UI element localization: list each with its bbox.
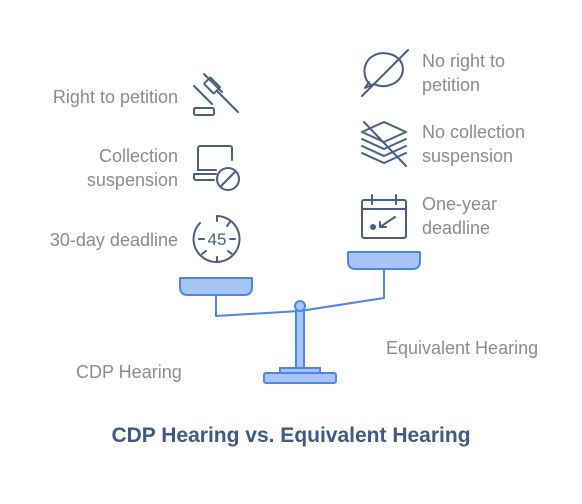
gavel-icon <box>193 73 239 116</box>
right-scale-pan <box>347 251 421 270</box>
scale-stand <box>263 300 337 384</box>
right-feature-label-2: No collection suspension <box>422 122 526 166</box>
no-documents-icon <box>361 121 407 167</box>
svg-text:45: 45 <box>208 230 227 249</box>
diagram-title: CDP Hearing vs. Equivalent Hearing <box>111 424 471 447</box>
left-feature-label-3: 30-day deadline <box>49 230 178 250</box>
right-side-name: Equivalent Hearing <box>386 338 539 358</box>
left-scale-pan <box>179 277 253 296</box>
left-feature-label-2: Collection suspension <box>86 146 178 190</box>
left-side-name: CDP Hearing <box>76 362 182 382</box>
right-feature-label-3: One-year deadline <box>422 194 498 238</box>
no-comment-icon <box>361 49 409 97</box>
calendar-icon <box>361 194 407 239</box>
left-feature-label-1: Right to petition <box>52 87 178 107</box>
timer-45-icon: 45 <box>192 215 241 263</box>
laptop-blocked-icon <box>193 145 240 191</box>
right-feature-label-1: No right to petition <box>422 51 506 95</box>
